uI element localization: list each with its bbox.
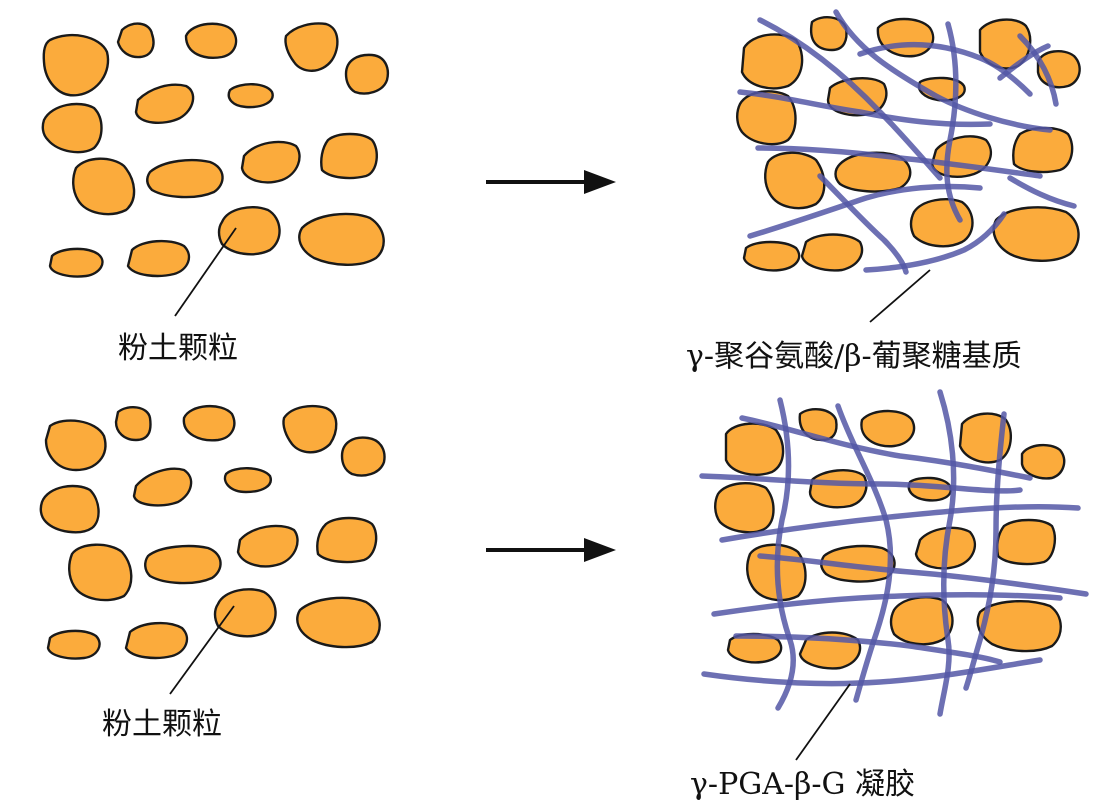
soil-particles-label-top: 粉土颗粒 (118, 331, 238, 366)
soil-particle (48, 247, 104, 278)
soil-particle (344, 53, 389, 95)
soil-particle (800, 233, 864, 272)
soil-particle (126, 239, 191, 278)
soil-particle (909, 198, 974, 248)
soil-particle (996, 518, 1056, 566)
soil-particle (736, 90, 797, 146)
soil-particle (1020, 443, 1066, 480)
polymer-strand (863, 211, 1007, 273)
polymer-strand (747, 183, 983, 239)
soil-particle (809, 16, 848, 52)
soil-particle (296, 596, 381, 649)
gel-network-strand (733, 633, 1003, 665)
soil-particle (68, 543, 133, 602)
soil-particle (144, 544, 222, 585)
soil-particle (340, 436, 386, 477)
soil-particle (132, 467, 193, 507)
gel-network-strand (963, 411, 1007, 691)
gel-network-strand (937, 389, 957, 717)
soil-particle (114, 406, 152, 442)
label-leader-line (869, 269, 931, 323)
polymer-strand (757, 17, 943, 181)
soil-particle (42, 33, 110, 97)
matrix-label: γ-聚谷氨酸/β-葡聚糖基质 (686, 339, 1022, 374)
label-leader-line (169, 605, 235, 695)
soil-particle (124, 621, 189, 660)
soil-particle (820, 544, 896, 583)
arrow-bottom (486, 538, 616, 562)
soil-particle (282, 404, 338, 454)
soil-particle (240, 140, 301, 184)
polymer-strand (944, 21, 963, 223)
panel-bottom-left-particles: 粉土颗粒 (39, 404, 386, 742)
soil-particle (116, 22, 155, 59)
panel-bottom-right-gel: γ-PGA-β-G 凝胶 (690, 389, 1089, 802)
polymer-strand (1017, 33, 1059, 107)
gel-network-strand (739, 415, 1033, 481)
soil-particle (184, 22, 238, 59)
arrow-head (584, 538, 616, 562)
gel-network-strand (774, 397, 796, 711)
soil-particle (320, 132, 378, 180)
arrow-top (486, 170, 616, 194)
soil-particle (298, 212, 385, 266)
soil-particle (227, 83, 274, 109)
soil-particle (236, 524, 299, 568)
soil-particle (44, 419, 107, 472)
soil-particle (764, 151, 826, 210)
gel-network-strand (719, 503, 1081, 543)
soil-particle (714, 482, 775, 534)
gel-network-strand (701, 657, 1043, 687)
gel-network-strand (699, 473, 1023, 494)
soil-particle (740, 33, 804, 90)
gel-network-strand (711, 591, 1063, 617)
soil-particle (992, 206, 1080, 262)
soil-particle (284, 22, 339, 72)
polymer-strand (737, 89, 993, 128)
soil-particle (213, 588, 277, 638)
soil-particle (876, 17, 935, 58)
soil-particle (742, 240, 801, 272)
panel-top-left-particles: 粉土颗粒 (41, 22, 389, 366)
label-leader-line (795, 683, 851, 761)
soil-particle (182, 405, 236, 442)
soil-particles-label-bottom: 粉土颗粒 (102, 707, 222, 742)
polymer-strand (1007, 175, 1077, 209)
panel-top-right-matrix: γ-聚谷氨酸/β-葡聚糖基质 (686, 9, 1081, 374)
gel-network-strand (835, 403, 894, 703)
soil-particle (1012, 126, 1074, 174)
soil-particle (134, 83, 195, 124)
polymer-strand (857, 41, 1033, 97)
soil-particle (146, 158, 224, 199)
soil-particle (46, 629, 101, 660)
soil-particle (724, 422, 785, 476)
polymer-strand (997, 43, 1051, 81)
label-leader-line (174, 227, 237, 317)
gel-network-strand (757, 553, 1089, 597)
soil-particle (808, 469, 868, 509)
polymer-strand (833, 9, 1053, 133)
soil-particle (860, 409, 916, 448)
soil-particle (223, 467, 272, 494)
soil-particle (41, 102, 103, 154)
soil-particle (72, 157, 136, 216)
polymer-strand (817, 173, 909, 275)
soil-particle (39, 484, 100, 534)
polymer-strand (755, 145, 1043, 179)
soil-particle (217, 206, 281, 256)
soil-particle (316, 516, 378, 564)
arrow-head (584, 170, 616, 194)
gel-label: γ-PGA-β-G 凝胶 (690, 767, 915, 802)
